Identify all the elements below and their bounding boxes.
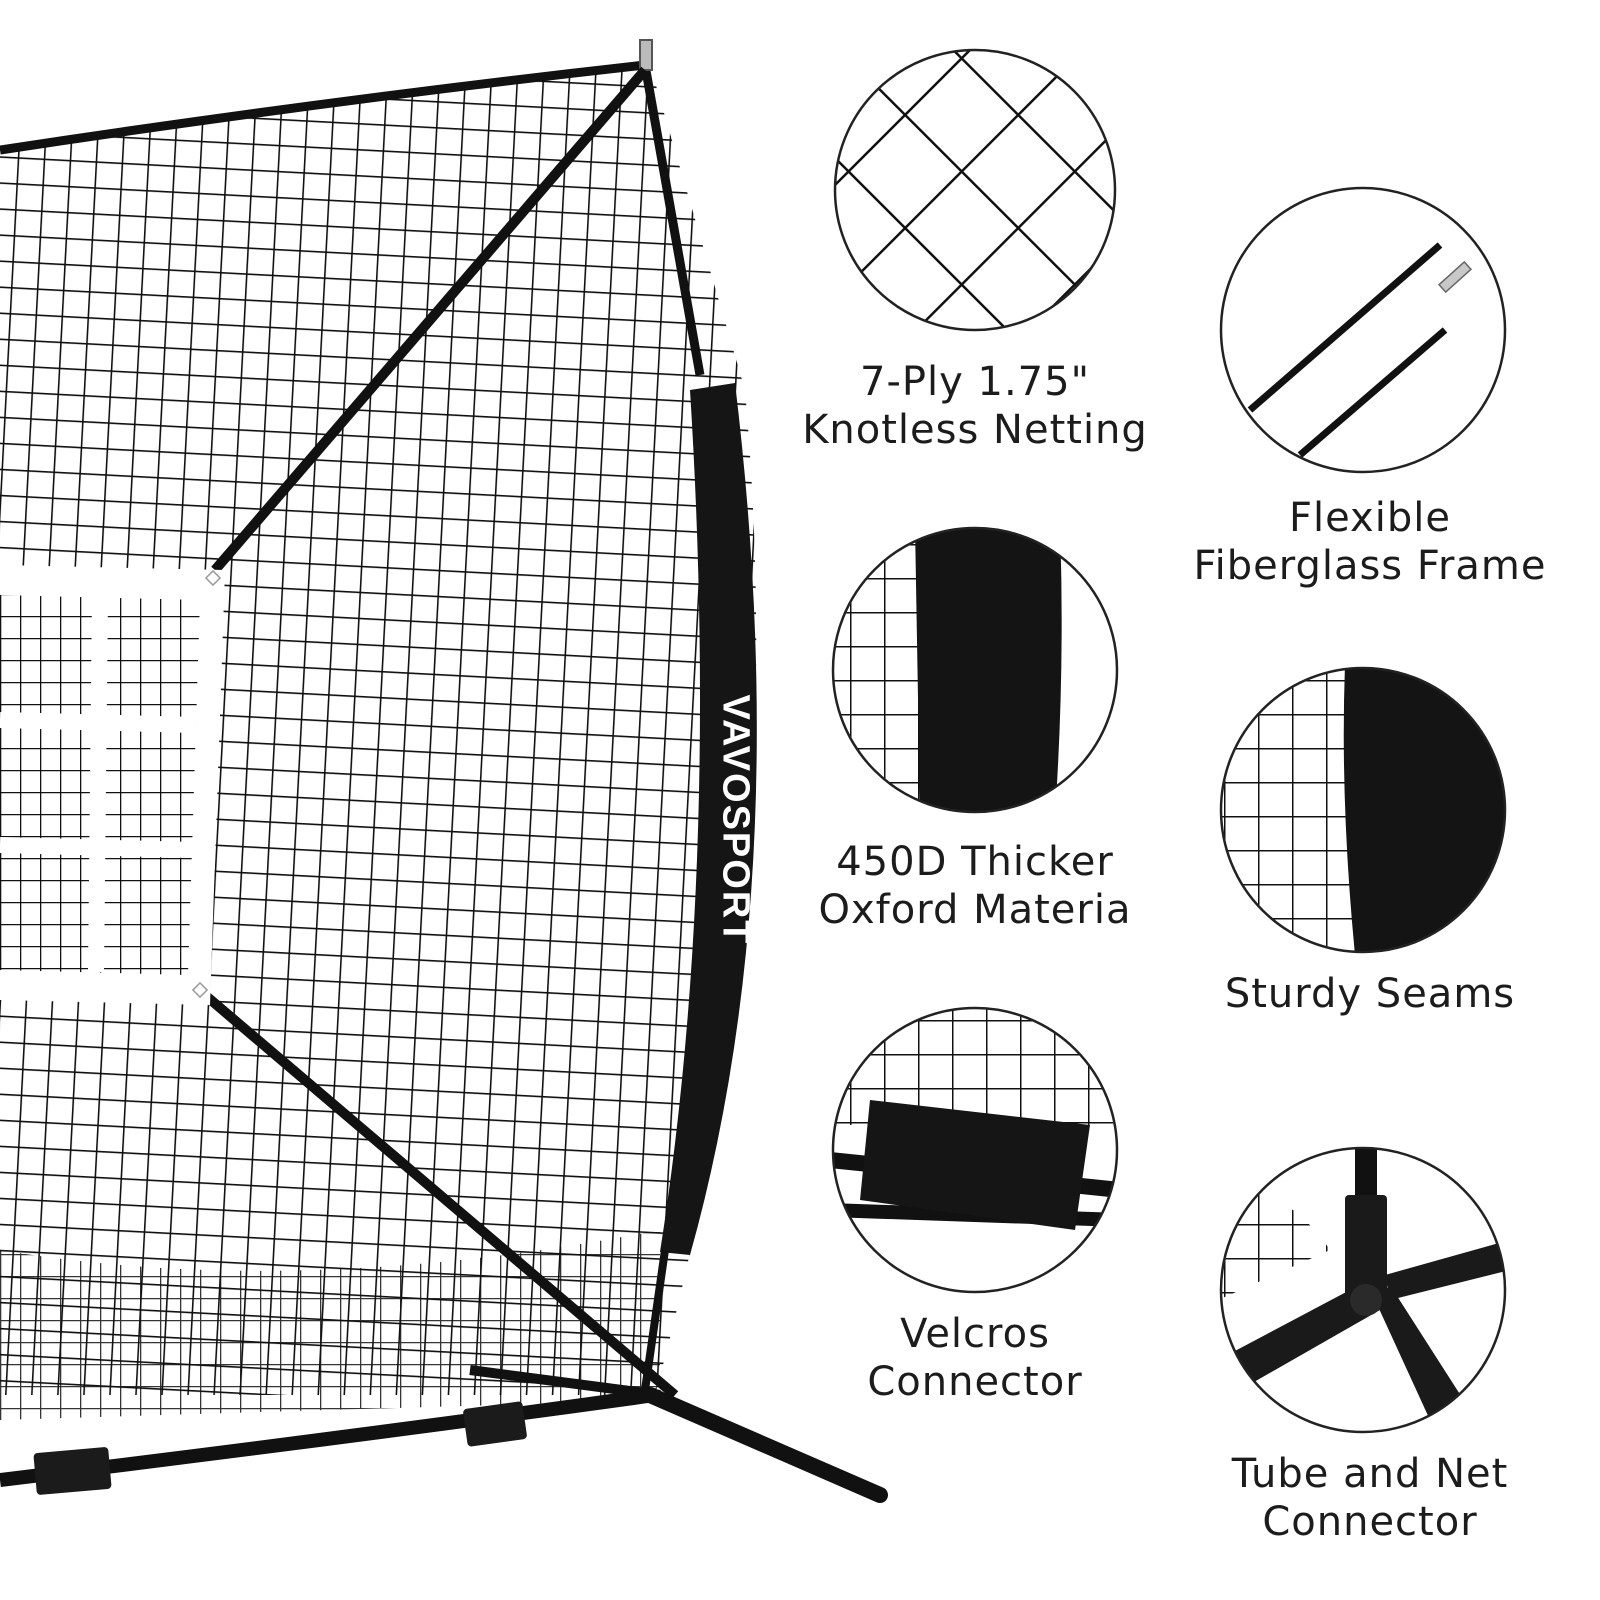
velcro-strap-icon [33,1447,112,1495]
caption-line: Tube and Net [1231,1451,1509,1497]
caption-line: Oxford Materia [818,887,1132,933]
net-mesh [0,65,757,1395]
caption-line: Connector [867,1359,1083,1405]
bottom-pole [641,1249,669,1391]
batting-net [0,39,888,1503]
caption-line: Sturdy Seams [1224,971,1516,1017]
detail-netting [833,48,1117,332]
pole-tip-icon [639,39,653,71]
side-sleeve [660,383,757,1255]
caption-line: Flexible [1289,495,1451,541]
feature-caption-netting: 7-Ply 1.75" Knotless Netting [775,358,1175,454]
caption-line: Fiberglass Frame [1193,543,1547,589]
feature-caption-oxford: 450D Thicker Oxford Materia [775,838,1175,934]
feature-caption-seams: Sturdy Seams [1180,970,1560,1018]
detail-tube-connector [1219,1146,1507,1434]
caption-line: 7-Ply 1.75" [860,359,1090,405]
net-top-edge [0,60,646,155]
base-leg [642,1387,888,1503]
diagonal-support [211,66,649,574]
strike-zone-target [0,565,225,1005]
lower-support [201,991,679,1399]
feature-caption-velcro: Velcros Connector [775,1310,1175,1406]
fiberglass-pole [640,64,705,376]
velcro-strap-icon [463,1401,527,1447]
detail-seams [1219,666,1507,954]
feature-caption-tube-connector: Tube and Net Connector [1180,1450,1560,1546]
brand-text: VAVOSPORT [714,694,757,946]
feature-caption-frame: Flexible Fiberglass Frame [1180,494,1560,590]
caption-line: Velcros [900,1311,1050,1357]
caption-line: Knotless Netting [802,407,1148,453]
detail-oxford [831,526,1119,814]
brand-logo: VAVOSPORT [714,695,757,946]
detail-velcro [831,1006,1119,1294]
detail-frame [1219,186,1507,474]
caption-line: 450D Thicker [836,839,1114,885]
caption-line: Connector [1262,1499,1478,1545]
base-rear-leg [469,1365,661,1400]
